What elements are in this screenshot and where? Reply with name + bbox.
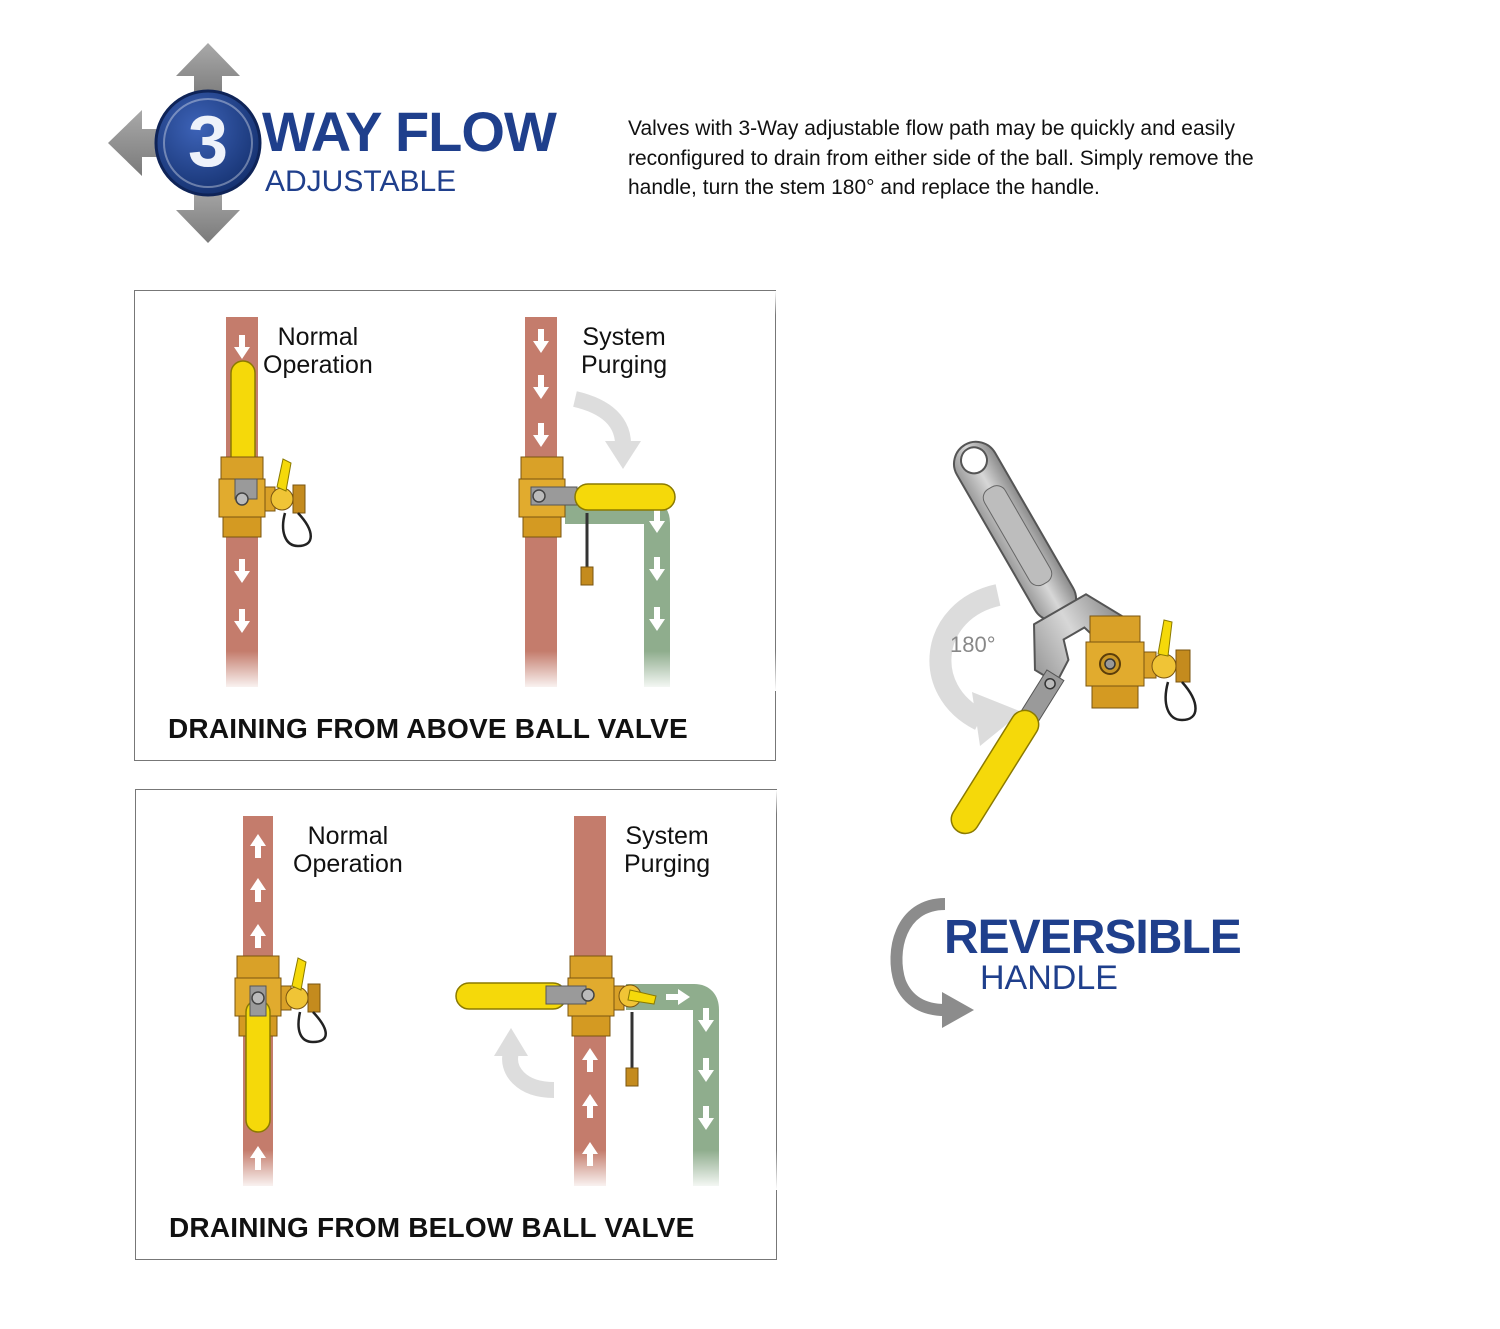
panel-caption: DRAINING FROM ABOVE BALL VALVE [168, 713, 688, 744]
wrench-valve-illustration [929, 440, 1197, 835]
feature-description: Valves with 3-Way adjustable flow path m… [628, 114, 1388, 203]
panel-caption: DRAINING FROM BELOW BALL VALVE [169, 1212, 695, 1243]
reversible-subtitle: HANDLE [980, 959, 1118, 997]
yellow-handle [950, 669, 1065, 835]
feature-title: WAY FLOW [262, 100, 557, 163]
description-line: reconfigured to drain from either side o… [628, 146, 1254, 170]
draining-above-diagram [135, 291, 777, 691]
panel-draining-below: Normal Operation System Purging DRAINING… [135, 789, 778, 1260]
reversible-title: REVERSIBLE [944, 911, 1242, 964]
normal-operation-label: Normal Operation [293, 822, 403, 878]
system-purging-label: System Purging [624, 822, 711, 878]
reversible-arrow-icon [890, 898, 974, 1028]
panel-draining-above: Normal Operation System Purging DRAINING… [134, 290, 777, 761]
normal-operation-label: Normal Operation [263, 323, 373, 379]
rotation-arrow [929, 584, 1001, 730]
system-purging-label: System Purging [581, 323, 668, 379]
rotation-degree-label: 180° [950, 632, 996, 657]
feature-subtitle: ADJUSTABLE [265, 165, 457, 198]
description-line: handle, turn the stem 180° and replace t… [628, 176, 1100, 199]
brass-valve-body [1089, 615, 1141, 643]
description-line: Valves with 3-Way adjustable flow path m… [628, 117, 1235, 140]
badge-number: 3 [187, 102, 229, 182]
draining-below-diagram [136, 790, 778, 1190]
three-way-arrows-icon [108, 43, 262, 243]
